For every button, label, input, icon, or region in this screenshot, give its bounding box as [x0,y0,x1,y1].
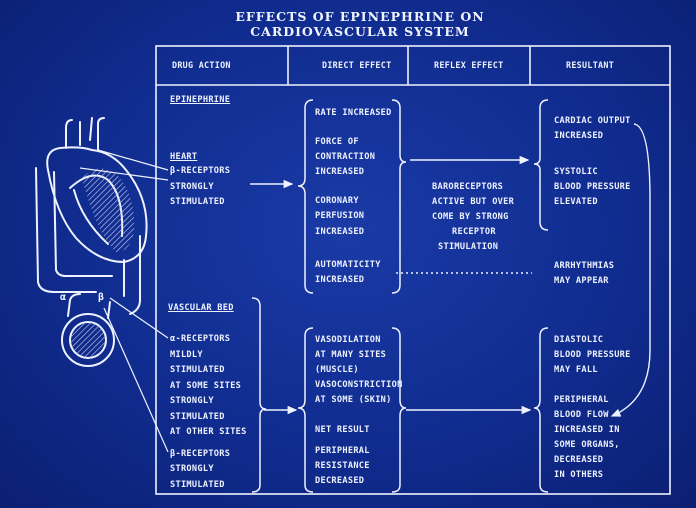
alpha-symbol-label: α [60,292,67,303]
vascular-receptor-line: STIMULATED [170,365,225,375]
resultant-blood-flow-5: DECREASED [554,455,604,465]
column-header-reflex-effect: REFLEX EFFECT [434,60,504,70]
vascular-receptor-line: AT SOME SITES [170,380,242,391]
reflex-effect-line: COME BY STRONG [432,212,509,222]
heart-receptor-line: β-RECEPTORS [170,166,231,176]
direct-effect-force-1: FORCE OF [315,137,359,147]
direct-effect-automaticity-2: INCREASED [315,275,365,285]
direct-effect-vasoconstriction-2: AT SOME (SKIN) [315,395,392,405]
slide-title-line-2: CARDIOVASCULAR SYSTEM [250,24,470,39]
drug-name: EPINEPHRINE [170,95,231,105]
direct-effect-coronary-3: INCREASED [315,227,365,237]
direct-effect-resistance-1: PERIPHERAL [315,446,370,456]
vascular-receptor-line: AT OTHER SITES [170,427,247,437]
heart-heading: HEART [170,152,198,162]
direct-effect-force-2: CONTRACTION [315,152,376,162]
reflex-effect-line: BARORECEPTORS [432,182,504,192]
direct-effect-automaticity-1: AUTOMATICITY [315,260,381,270]
resultant-systolic-1: SYSTOLIC [554,167,598,177]
resultant-blood-flow-4: SOME ORGANS, [554,440,620,450]
resultant-blood-flow-3: INCREASED IN [554,425,620,435]
reflex-effect-line: RECEPTOR [452,227,496,237]
resultant-arrhythmias-1: ARRHYTHMIAS [554,261,615,271]
column-header-resultant: RESULTANT [566,60,615,70]
direct-effect-coronary-2: PERFUSION [315,211,365,221]
direct-effect-net-result: NET RESULT [315,425,370,435]
direct-effect-vasodilation-3: (MUSCLE) [315,365,359,375]
braces [251,99,549,493]
vascular-receptor-line: α-RECEPTORS [170,334,231,344]
resultant-blood-flow-1: PERIPHERAL [554,395,609,405]
direct-effect-vasodilation-2: AT MANY SITES [315,350,387,360]
direct-effect-rate: RATE INCREASED [315,108,392,118]
column-header-drug-action: DRUG ACTION [172,60,231,70]
resultant-systolic-2: BLOOD PRESSURE [554,182,631,192]
direct-effect-resistance-2: RESISTANCE [315,461,370,471]
heart-chamber-shading [70,168,135,358]
vascular-receptor-line: STIMULATED [170,411,225,422]
reflex-effect-line: ACTIVE BUT OVER [432,197,515,207]
resultant-arrhythmias-2: MAY APPEAR [554,276,609,286]
resultant-diastolic-1: DIASTOLIC [554,335,604,345]
direct-effect-resistance-3: DECREASED [315,476,365,486]
slide-title-line-1: EFFECTS OF EPINEPHRINE ON [235,9,485,24]
resultant-systolic-3: ELEVATED [554,197,598,207]
vascular-bed-heading: VASCULAR BED [168,303,234,313]
resultant-cardiac-output-2: INCREASED [554,131,604,141]
receptor-pointer-lines [79,149,169,453]
resultant-blood-flow-6: IN OTHERS [554,470,604,480]
flow-arrows [250,123,651,417]
beta-symbol-label: β [98,292,105,303]
vascular-receptor-line: STRONGLY [170,464,214,474]
vascular-receptor-lines: α-RECEPTORS MILDLY STIMULATED AT SOME SI… [170,332,247,493]
resultant-blood-flow-2: BLOOD FLOW [554,410,609,420]
resultant-cardiac-output-1: CARDIAC OUTPUT [554,116,631,126]
direct-effect-force-3: INCREASED [315,167,365,177]
table-frame [155,45,671,495]
column-header-direct-effect: DIRECT EFFECT [322,60,392,70]
direct-effect-vasodilation-1: VASODILATION [315,335,381,345]
heart-receptor-lines: β-RECEPTORS STRONGLY STIMULATED [170,164,230,211]
resultant-diastolic-2: BLOOD PRESSURE [554,350,631,360]
direct-effect-coronary-1: CORONARY [315,196,359,206]
heart-receptor-line: STIMULATED [170,197,225,207]
direct-effect-vasoconstriction-1: VASOCONSTRICTION [315,380,403,390]
resultant-diastolic-3: MAY FALL [554,365,598,375]
reflex-effect-line: STIMULATION [438,242,499,252]
vascular-receptor-line: β-RECEPTORS [170,448,231,459]
vascular-receptor-line: STIMULATED [170,479,225,490]
vascular-receptor-line: STRONGLY [170,396,214,406]
vascular-receptor-line: MILDLY [170,349,203,360]
heart-receptor-line: STRONGLY [170,181,214,192]
